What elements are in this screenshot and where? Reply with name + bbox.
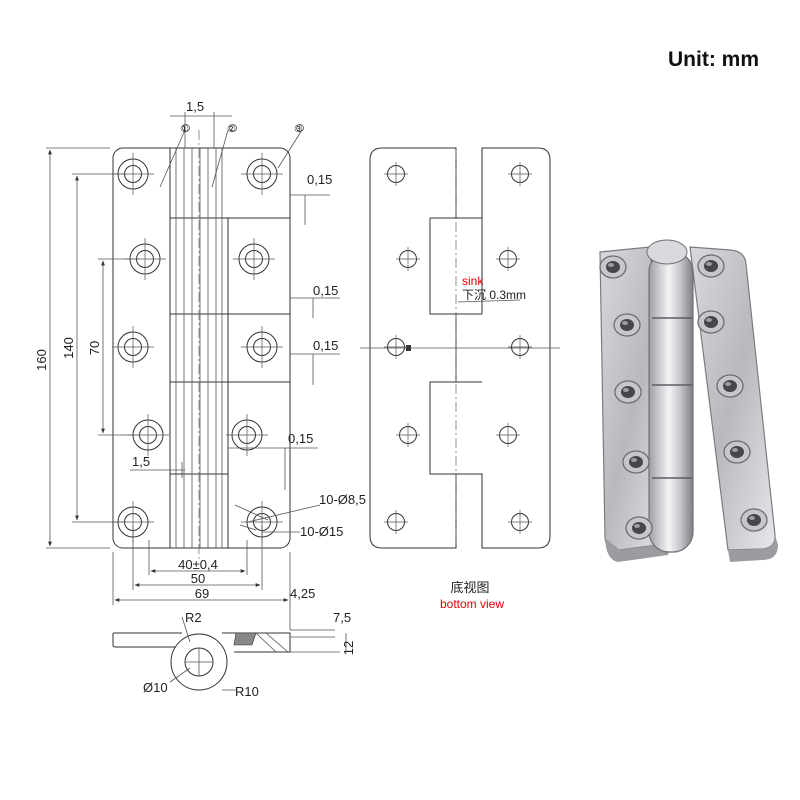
bottom-caption-en: bottom view bbox=[440, 597, 504, 611]
side-hatch bbox=[233, 632, 257, 646]
bottom-hole bbox=[384, 510, 408, 534]
front-plate-outline bbox=[112, 147, 291, 549]
bottom-plate-outline bbox=[369, 147, 551, 549]
sink-depth: 下沉 0.3mm bbox=[462, 288, 526, 302]
dim-0-15-d: 0,15 bbox=[288, 431, 313, 446]
dim-0-15-b: 0,15 bbox=[313, 283, 338, 298]
dim-7-5: 7,5 bbox=[333, 610, 351, 625]
sink-label: sink bbox=[462, 274, 484, 288]
dim-40: 40±0,4 bbox=[178, 557, 218, 572]
callout-3: ③ bbox=[294, 124, 303, 135]
photo-hole bbox=[614, 380, 642, 404]
dim-hole-large: 10-Ø15 bbox=[300, 524, 343, 539]
bottom-caption-cn: 底视图 bbox=[450, 580, 489, 595]
countersunk-hole bbox=[226, 414, 268, 456]
bottom-hole bbox=[508, 510, 532, 534]
side-view bbox=[112, 603, 347, 691]
bottom-hole bbox=[496, 423, 520, 447]
callout-2: ② bbox=[227, 124, 236, 135]
dim-0-15-c: 0,15 bbox=[313, 338, 338, 353]
photo-knuckle bbox=[648, 251, 694, 553]
photo-hole bbox=[622, 450, 650, 474]
dim-69: 69 bbox=[195, 586, 209, 601]
dim-4-25: 4,25 bbox=[290, 586, 315, 601]
photo-right-leaf bbox=[689, 246, 776, 551]
photo-hole bbox=[613, 313, 641, 337]
bottom-hole bbox=[508, 335, 532, 359]
dim-hole-small: 10-Ø8,5 bbox=[319, 492, 366, 507]
photo-hole bbox=[625, 516, 653, 540]
bottom-hole bbox=[496, 247, 520, 271]
front-view bbox=[112, 130, 291, 560]
bottom-hole bbox=[508, 162, 532, 186]
photo-hole bbox=[697, 254, 725, 278]
knuckle-divider bbox=[169, 148, 290, 548]
unit-label: Unit: mm bbox=[668, 48, 759, 71]
dim-1-5-top: 1,5 bbox=[186, 99, 204, 114]
dim-phi10: Ø10 bbox=[143, 680, 168, 695]
dim-r10: R10 bbox=[235, 684, 259, 699]
countersunk-hole bbox=[241, 153, 283, 195]
bottom-holes bbox=[384, 162, 532, 534]
countersunk-hole bbox=[241, 326, 283, 368]
dim-0-15-a: 0,15 bbox=[307, 172, 332, 187]
front-holes bbox=[112, 153, 283, 543]
photo-holes bbox=[599, 254, 768, 540]
dim-1-5-bottom: 1,5 bbox=[132, 454, 150, 469]
photo-hole bbox=[723, 440, 751, 464]
dim-r2: R2 bbox=[185, 610, 202, 625]
bottom-hole bbox=[396, 247, 420, 271]
callout-1: ① bbox=[180, 124, 189, 135]
bottom-hole bbox=[384, 335, 408, 359]
knuckle-lines bbox=[175, 148, 223, 548]
dim-140: 140 bbox=[61, 337, 76, 359]
countersunk-hole bbox=[112, 326, 154, 368]
photo-hole bbox=[740, 508, 768, 532]
photo-hole bbox=[716, 374, 744, 398]
dim-160: 160 bbox=[34, 349, 49, 371]
bottom-hole bbox=[396, 423, 420, 447]
photo-hole bbox=[697, 310, 725, 334]
photo-hole bbox=[599, 255, 627, 279]
bottom-hole bbox=[384, 162, 408, 186]
dim-50: 50 bbox=[191, 571, 205, 586]
bottom-view bbox=[360, 147, 560, 549]
countersunk-hole bbox=[233, 238, 275, 280]
dim-12: 12 bbox=[341, 641, 356, 655]
dim-70: 70 bbox=[87, 341, 102, 355]
front-dimensions bbox=[46, 112, 340, 605]
